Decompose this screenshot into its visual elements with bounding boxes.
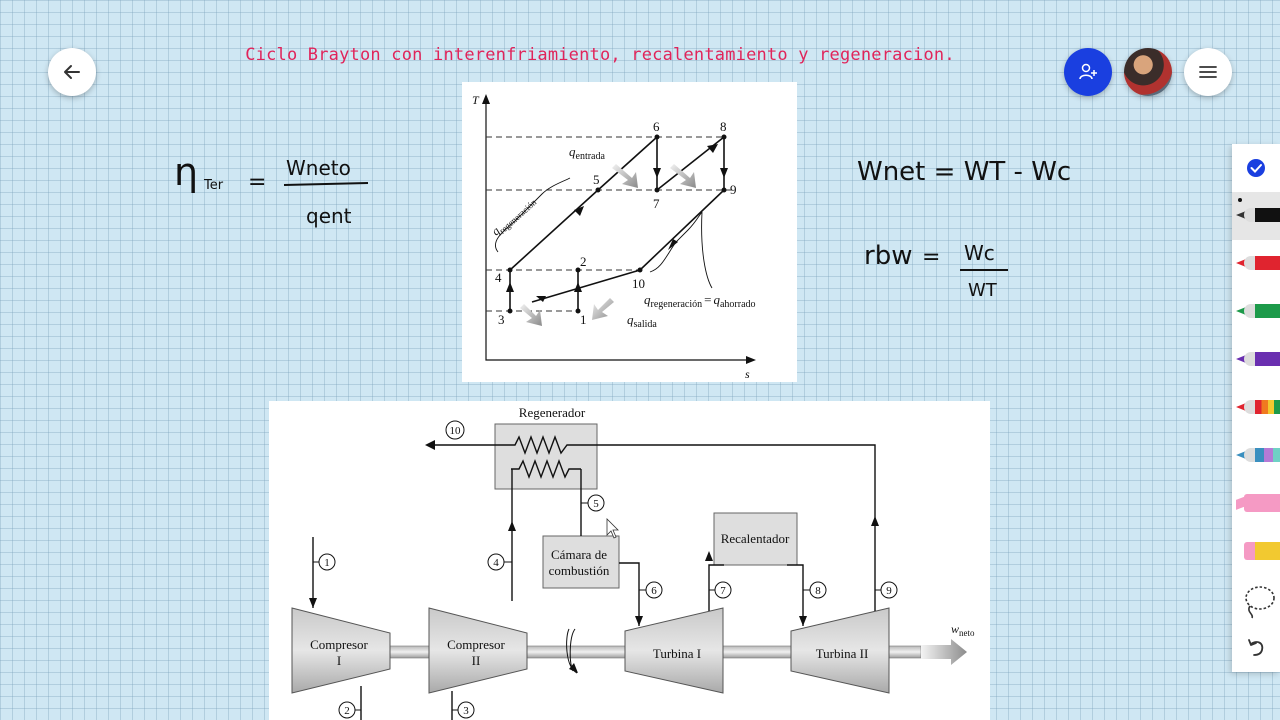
green-pen-tool[interactable] [1232, 288, 1280, 336]
ts-point-5: 5 [593, 172, 600, 187]
turbine1-label: Turbina I [653, 646, 701, 661]
purple-pen-tool[interactable] [1232, 336, 1280, 384]
state-9: 9 [886, 585, 892, 597]
compressor1-label-2: I [337, 653, 341, 668]
state-3: 3 [463, 705, 469, 717]
state-10: 10 [450, 425, 462, 437]
arrow-left-icon [64, 65, 80, 79]
red-pen-tool[interactable] [1232, 240, 1280, 288]
hamburger-icon [1199, 66, 1217, 78]
compressor1-label-1: Compresor [310, 637, 368, 652]
state-4: 4 [493, 557, 499, 569]
net-work-equation: Wnet = WT - Wc [857, 157, 1071, 187]
ts-point-10: 10 [632, 276, 645, 291]
handwritten-net-work: Wnet = WT - Wc [857, 157, 1071, 187]
equals-sign-2: = [922, 245, 940, 270]
purple-pen-icon [1244, 352, 1280, 366]
share-button[interactable] [1064, 48, 1112, 96]
confirm-tool[interactable] [1232, 144, 1280, 192]
svg-text:qsalida: qsalida [627, 312, 657, 330]
rbw-label: rbw [864, 241, 912, 271]
numerator-wneto: Wneto [286, 156, 351, 180]
page-title: Ciclo Brayton con interenfriamiento, rec… [245, 45, 955, 65]
ts-point-7: 7 [653, 196, 660, 211]
q-saved-sub: ahorrado [720, 299, 756, 310]
eta-symbol: η [174, 150, 198, 194]
yellow-highlighter-tool[interactable] [1232, 528, 1280, 576]
q-in-sub: entrada [576, 151, 606, 162]
turbine2-label: Turbina II [816, 646, 869, 661]
ts-point-3: 3 [498, 312, 505, 327]
q-equals: = [704, 292, 711, 307]
pen-toolbar [1232, 144, 1280, 672]
black-pen-tool[interactable] [1232, 192, 1280, 240]
brayton-plant-diagram: wneto Compresor I Compresor II Turbina I… [269, 401, 990, 720]
ts-point-6: 6 [653, 119, 660, 134]
compressor2-label-2: II [472, 653, 481, 668]
green-pen-icon [1244, 304, 1280, 318]
state-2: 2 [344, 705, 350, 717]
lasso-tool[interactable] [1232, 576, 1280, 624]
denominator-qent: qent [306, 204, 352, 228]
eta-subscript: Ter [203, 178, 224, 193]
state-7: 7 [720, 585, 726, 597]
numerator-wc: Wc [964, 241, 995, 265]
ts-point-4: 4 [495, 270, 502, 285]
rainbow-pen-icon [1244, 400, 1280, 414]
yellow-highlighter-icon [1244, 542, 1280, 560]
pink-highlighter-icon [1244, 494, 1280, 512]
svg-text:qentrada: qentrada [569, 144, 605, 162]
undo-icon [1248, 639, 1264, 656]
axis-t-label: T [472, 93, 480, 107]
svg-text:qregeneración=qahorrado: qregeneración=qahorrado [644, 292, 756, 310]
rainbow-pen-tool[interactable] [1232, 384, 1280, 432]
ts-diagram: T s [462, 82, 797, 382]
ts-point-1: 1 [580, 312, 587, 327]
menu-button[interactable] [1184, 48, 1232, 96]
ts-point-2: 2 [580, 254, 587, 269]
handwritten-efficiency: η Ter = Wneto qent [174, 150, 369, 228]
ts-point-9: 9 [730, 182, 737, 197]
check-icon [1247, 159, 1265, 177]
red-pen-icon [1244, 256, 1280, 270]
q-regen-sub: regeneración [497, 197, 539, 236]
state-6: 6 [651, 585, 657, 597]
denominator-wt: WT [968, 280, 998, 301]
black-pen-icon [1244, 208, 1280, 222]
undo-tool[interactable] [1232, 624, 1280, 672]
compressor2-label-1: Compresor [447, 637, 505, 652]
q-out-sub: salida [634, 319, 658, 330]
q-out-symbol: q [627, 312, 634, 327]
combustion-label-1: Cámara de [551, 547, 607, 562]
equals-sign: = [248, 170, 266, 195]
q-in-symbol: q [569, 144, 576, 159]
back-button[interactable] [48, 48, 96, 96]
regenerator-label: Regenerador [519, 405, 586, 420]
q-regen2-sub: regeneración [651, 299, 703, 310]
svg-text:qregeneración: qregeneración [489, 192, 539, 239]
state-8: 8 [815, 585, 821, 597]
pink-highlighter-tool[interactable] [1232, 480, 1280, 528]
handwritten-backwork: rbw = Wc WT [864, 241, 1008, 301]
state-5: 5 [593, 498, 599, 510]
add-person-icon [1079, 63, 1097, 80]
state-1: 1 [324, 557, 330, 569]
q-saved-symbol: q [713, 292, 720, 307]
galaxy-pen-tool[interactable] [1232, 432, 1280, 480]
reheater-label: Recalentador [721, 531, 790, 546]
w-sub: neto [959, 628, 975, 638]
avatar[interactable] [1124, 48, 1172, 96]
w-symbol: w [951, 622, 959, 636]
lasso-icon [1245, 586, 1275, 619]
axis-s-label: s [745, 367, 750, 381]
ts-point-8: 8 [720, 119, 727, 134]
q-regen2-symbol: q [644, 292, 651, 307]
combustion-label-2: combustión [549, 563, 610, 578]
svg-text:wneto: wneto [951, 622, 975, 638]
galaxy-pen-icon [1244, 448, 1280, 462]
